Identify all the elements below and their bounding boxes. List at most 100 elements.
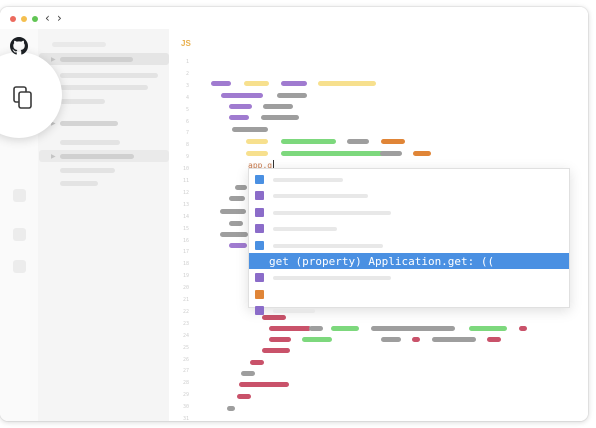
line-number: 24 [182,332,189,339]
line-number: 2 [185,70,189,77]
activity-bar-icon[interactable] [13,189,26,202]
property-kind-icon [255,240,264,250]
line-number: 5 [185,106,189,113]
method-kind-icon [255,224,264,234]
autocomplete-item[interactable] [249,204,569,220]
autocomplete-item-placeholder [273,210,391,215]
line-number: 26 [182,356,189,363]
code-token [277,93,307,98]
tree-item-placeholder[interactable] [60,99,105,104]
activity-bar-icon[interactable] [13,260,26,273]
autocomplete-item-label: get (property) Application.get: (( [269,255,495,268]
code-token [232,127,268,132]
code-token [309,326,323,331]
tree-item-label [60,57,133,62]
line-number: 13 [182,201,189,208]
forward-arrow-icon[interactable]: › [57,11,62,25]
back-arrow-icon[interactable]: ‹ [45,11,50,25]
code-token [269,337,291,342]
tree-item-placeholder[interactable] [60,121,118,126]
code-token [237,394,251,399]
autocomplete-item-selected[interactable]: get (property) Application.get: (( [249,253,569,269]
tree-item-placeholder[interactable] [60,73,158,78]
code-token [262,348,290,353]
autocomplete-popup: get (property) Application.get: (( [248,168,570,316]
line-number: 8 [185,142,189,149]
line-number: 4 [185,94,189,101]
autocomplete-item[interactable] [249,187,569,203]
code-token [302,337,332,342]
line-number: 10 [182,166,189,173]
code-token [318,81,376,86]
code-token [239,382,289,387]
code-token [269,326,311,331]
line-number: 18 [182,261,189,268]
property-kind-icon [255,175,264,184]
code-token [220,232,248,237]
autocomplete-item[interactable] [249,302,569,318]
method-kind-icon [255,207,264,217]
tree-item-placeholder[interactable] [60,181,98,186]
code-token [246,151,268,156]
code-token [281,139,336,144]
line-number: 14 [182,213,189,220]
code-token [413,151,431,156]
copy-icon[interactable] [12,86,34,110]
line-number: 15 [182,225,189,232]
autocomplete-item-placeholder [273,276,391,281]
maximize-window-button[interactable] [32,16,38,22]
autocomplete-item[interactable] [249,269,569,285]
tree-item-placeholder[interactable] [60,85,148,90]
code-token [519,326,527,331]
line-number: 16 [182,237,189,244]
code-token [381,139,405,144]
code-token [381,337,401,342]
line-number: 23 [182,320,189,327]
line-number: 27 [182,368,189,375]
code-token [221,93,263,98]
autocomplete-item[interactable] [249,286,569,302]
line-number: 29 [182,392,189,399]
line-number: 12 [182,189,189,196]
line-number: 28 [182,380,189,387]
chevron-right-icon: ▶ [51,120,56,127]
code-token [263,104,293,109]
line-number: 19 [182,273,189,280]
line-number: 31 [182,416,189,421]
tree-item-placeholder[interactable] [60,140,120,145]
code-line-typed[interactable]: app.g [248,160,275,170]
sidebar-header-placeholder [52,42,106,47]
text-cursor [273,160,275,169]
autocomplete-item-placeholder [273,194,368,199]
line-number: 20 [182,285,189,292]
autocomplete-item[interactable] [249,220,569,236]
line-number: 1 [185,59,189,65]
autocomplete-item[interactable] [249,171,569,187]
code-token [281,151,396,156]
code-token [211,81,231,86]
title-bar: ‹ › [0,7,588,29]
minimize-window-button[interactable] [21,16,27,22]
line-number: 22 [182,308,189,315]
github-icon[interactable] [10,37,28,55]
autocomplete-item-placeholder [273,309,315,314]
code-token [469,326,507,331]
line-number: 21 [182,297,189,303]
close-window-button[interactable] [10,16,16,22]
tree-item-placeholder[interactable] [60,168,115,173]
code-token [432,337,476,342]
code-token [261,115,299,120]
variable-kind-icon [255,289,264,299]
autocomplete-item-placeholder [273,178,343,182]
code-token [281,81,307,86]
chevron-right-icon: ▶ [51,153,56,160]
line-number: 30 [182,404,189,411]
tree-item-label [60,154,134,159]
activity-bar-icon[interactable] [13,228,26,241]
code-token [244,81,269,86]
method-kind-icon [255,191,264,201]
autocomplete-item[interactable] [249,237,569,253]
code-token [347,139,369,144]
line-number: 17 [182,249,189,256]
code-token [250,360,264,365]
